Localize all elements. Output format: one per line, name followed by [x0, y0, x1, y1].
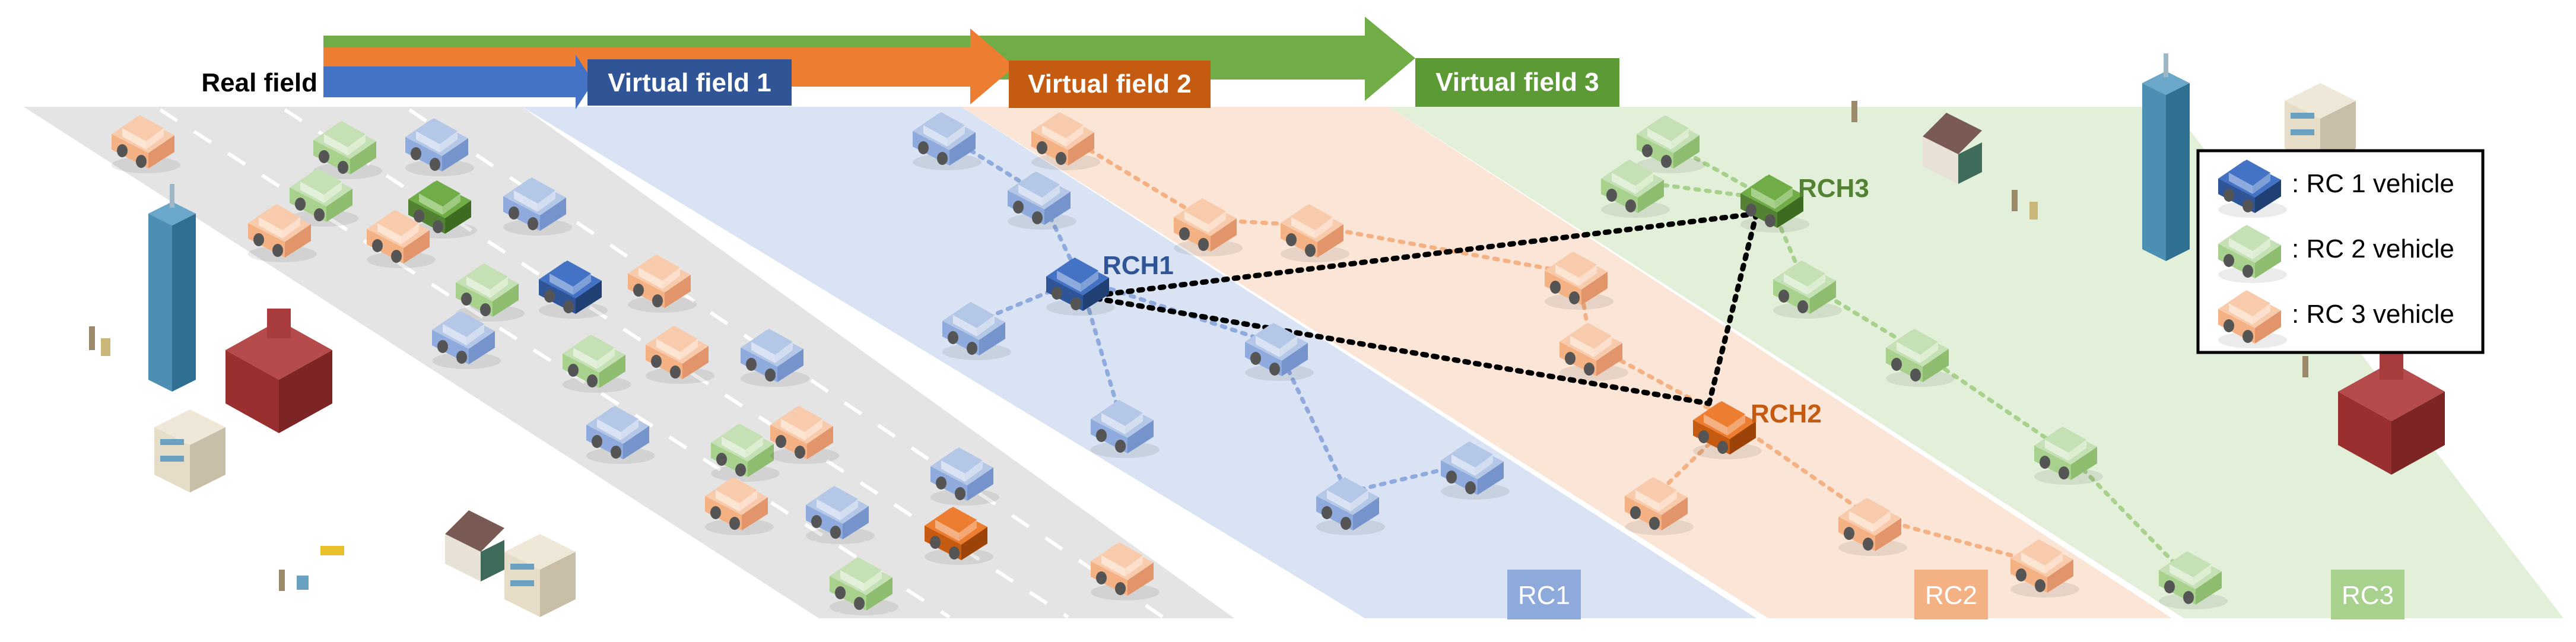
rch3-label: RCH3 — [1798, 174, 1869, 203]
svg-text:Virtual field 1: Virtual field 1 — [608, 68, 771, 97]
legend-rc3-label: : RC 3 vehicle — [2292, 300, 2454, 329]
rc3-region-label: RC3 — [2331, 570, 2405, 619]
rch2-label: RCH2 — [1751, 399, 1822, 428]
scenery — [89, 53, 2445, 617]
rch1-label: RCH1 — [1103, 251, 1174, 280]
rc1-region-label: RC1 — [1507, 570, 1581, 619]
cluster-head-links — [1083, 211, 1759, 406]
svg-text:Virtual field 2: Virtual field 2 — [1028, 69, 1192, 98]
legend-rc2-label: : RC 2 vehicle — [2292, 234, 2454, 263]
svg-text:Virtual field 3: Virtual field 3 — [1435, 68, 1599, 97]
svg-text:RC3: RC3 — [2342, 581, 2394, 610]
arrow-virtual-field-1: Virtual field 1 — [323, 55, 792, 109]
rc2-region-label: RC2 — [1914, 570, 1988, 619]
legend-rc1-label: : RC 1 vehicle — [2292, 169, 2454, 198]
legend: : RC 1 vehicle : RC 2 vehicle : RC 3 veh… — [2196, 149, 2485, 354]
svg-text:RC2: RC2 — [1925, 581, 1977, 610]
svg-text:RC1: RC1 — [1518, 581, 1570, 610]
real-field-label: Real field — [201, 68, 317, 97]
